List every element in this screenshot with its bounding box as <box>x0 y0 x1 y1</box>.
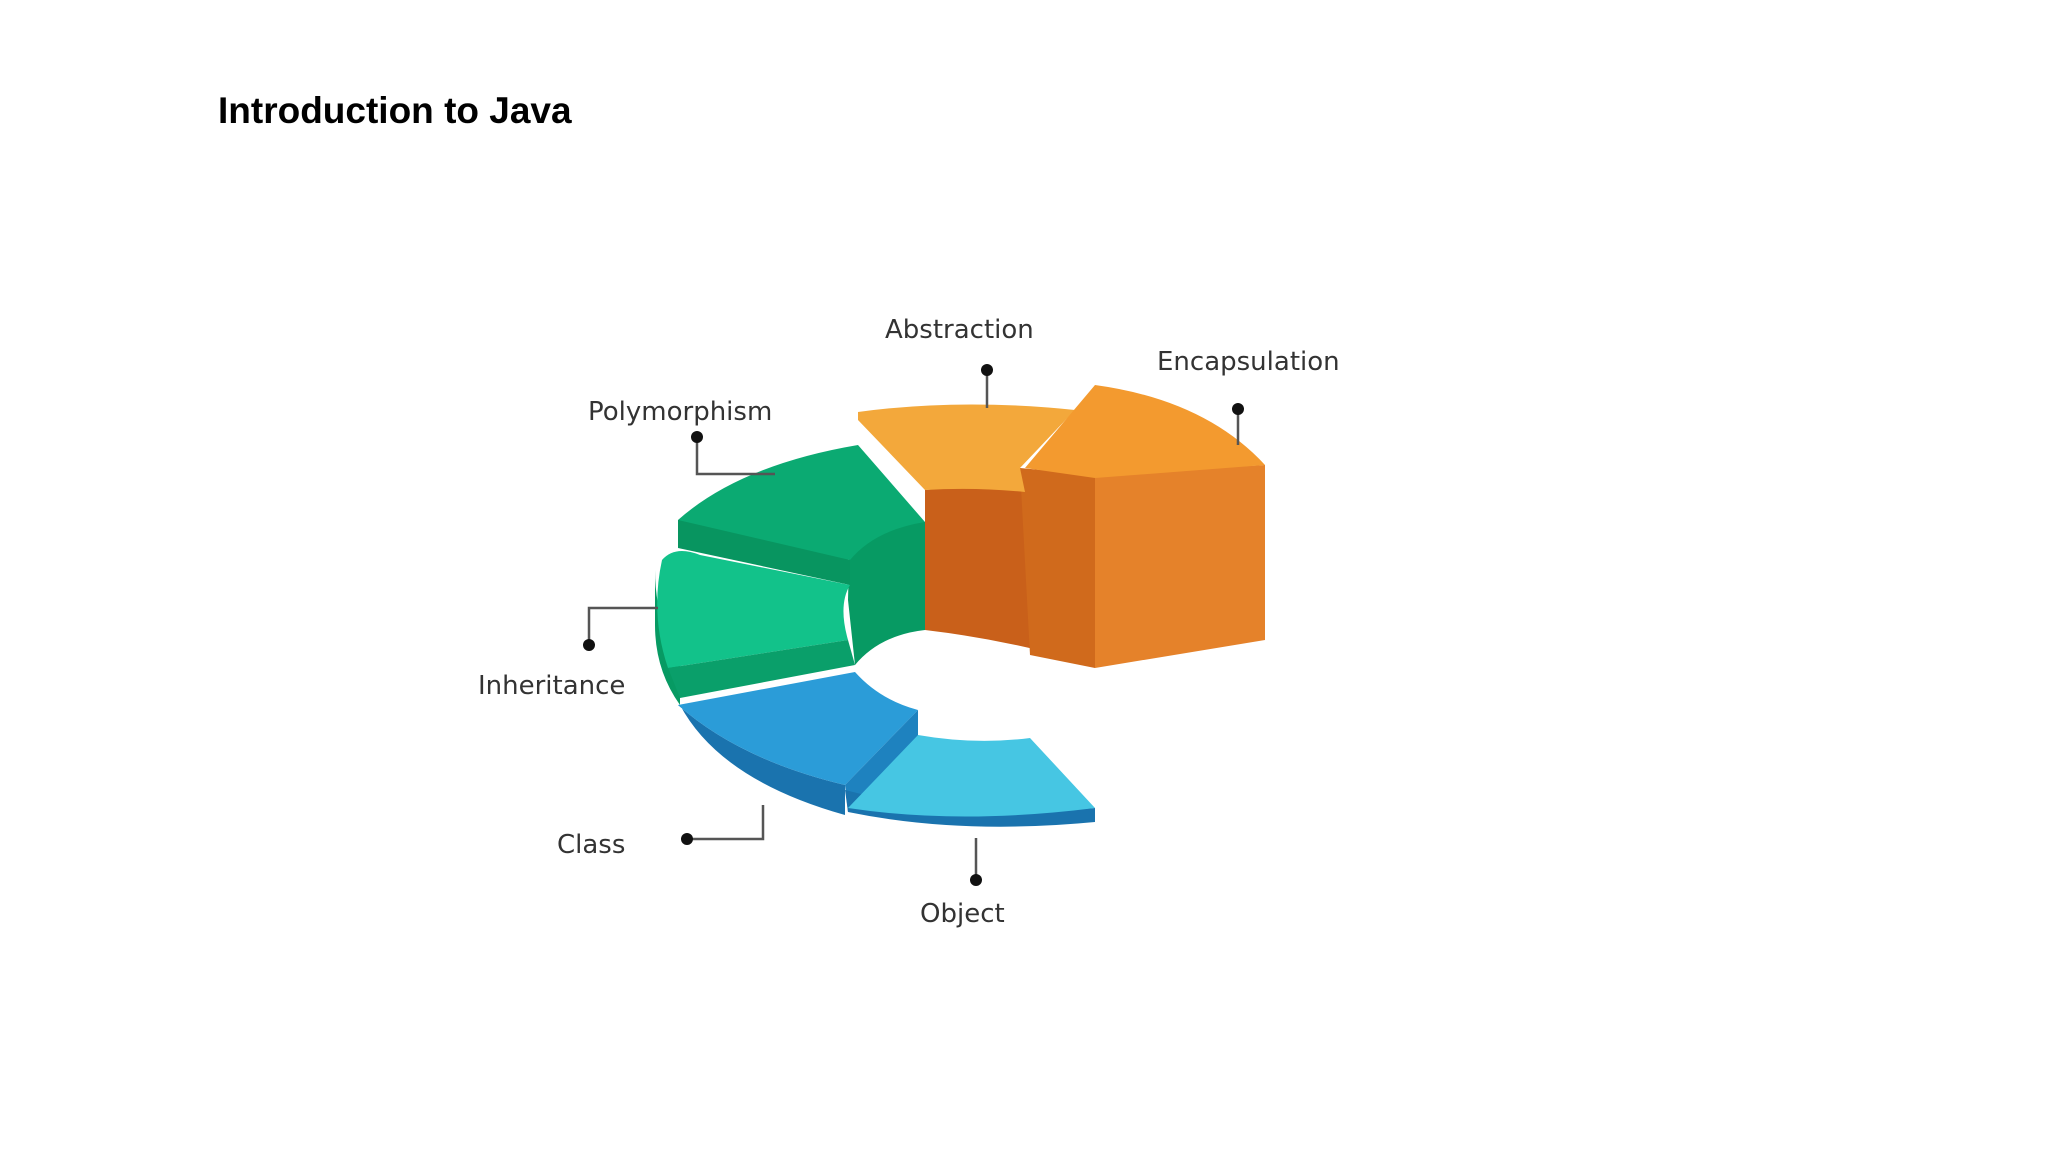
segment-inheritance <box>657 551 850 668</box>
segment-encapsulation <box>1025 385 1265 478</box>
polymorphism-edge <box>678 520 850 585</box>
inheritance-edge <box>668 640 855 698</box>
encapsulation-outer-wall <box>1095 465 1265 668</box>
label-abstraction: Abstraction <box>885 315 1034 345</box>
leader-lines <box>583 364 1244 886</box>
class-outer-wall <box>678 705 845 815</box>
class-step-wall <box>845 710 918 812</box>
label-polymorphism: Polymorphism <box>588 397 772 427</box>
label-inheritance: Inheritance <box>478 671 625 701</box>
label-object: Object <box>920 899 1005 929</box>
orange-block <box>925 465 1265 668</box>
object-outer-wall <box>845 790 1095 827</box>
segment-object <box>848 735 1095 817</box>
segment-step-wall <box>1020 468 1095 668</box>
green-inner-wall <box>848 520 925 665</box>
segment-class <box>678 672 918 785</box>
label-class: Class <box>557 830 625 860</box>
label-encapsulation: Encapsulation <box>1157 347 1340 377</box>
segment-polymorphism <box>678 445 925 560</box>
segment-abstraction <box>858 404 1075 492</box>
page-title: Introduction to Java <box>218 90 572 131</box>
